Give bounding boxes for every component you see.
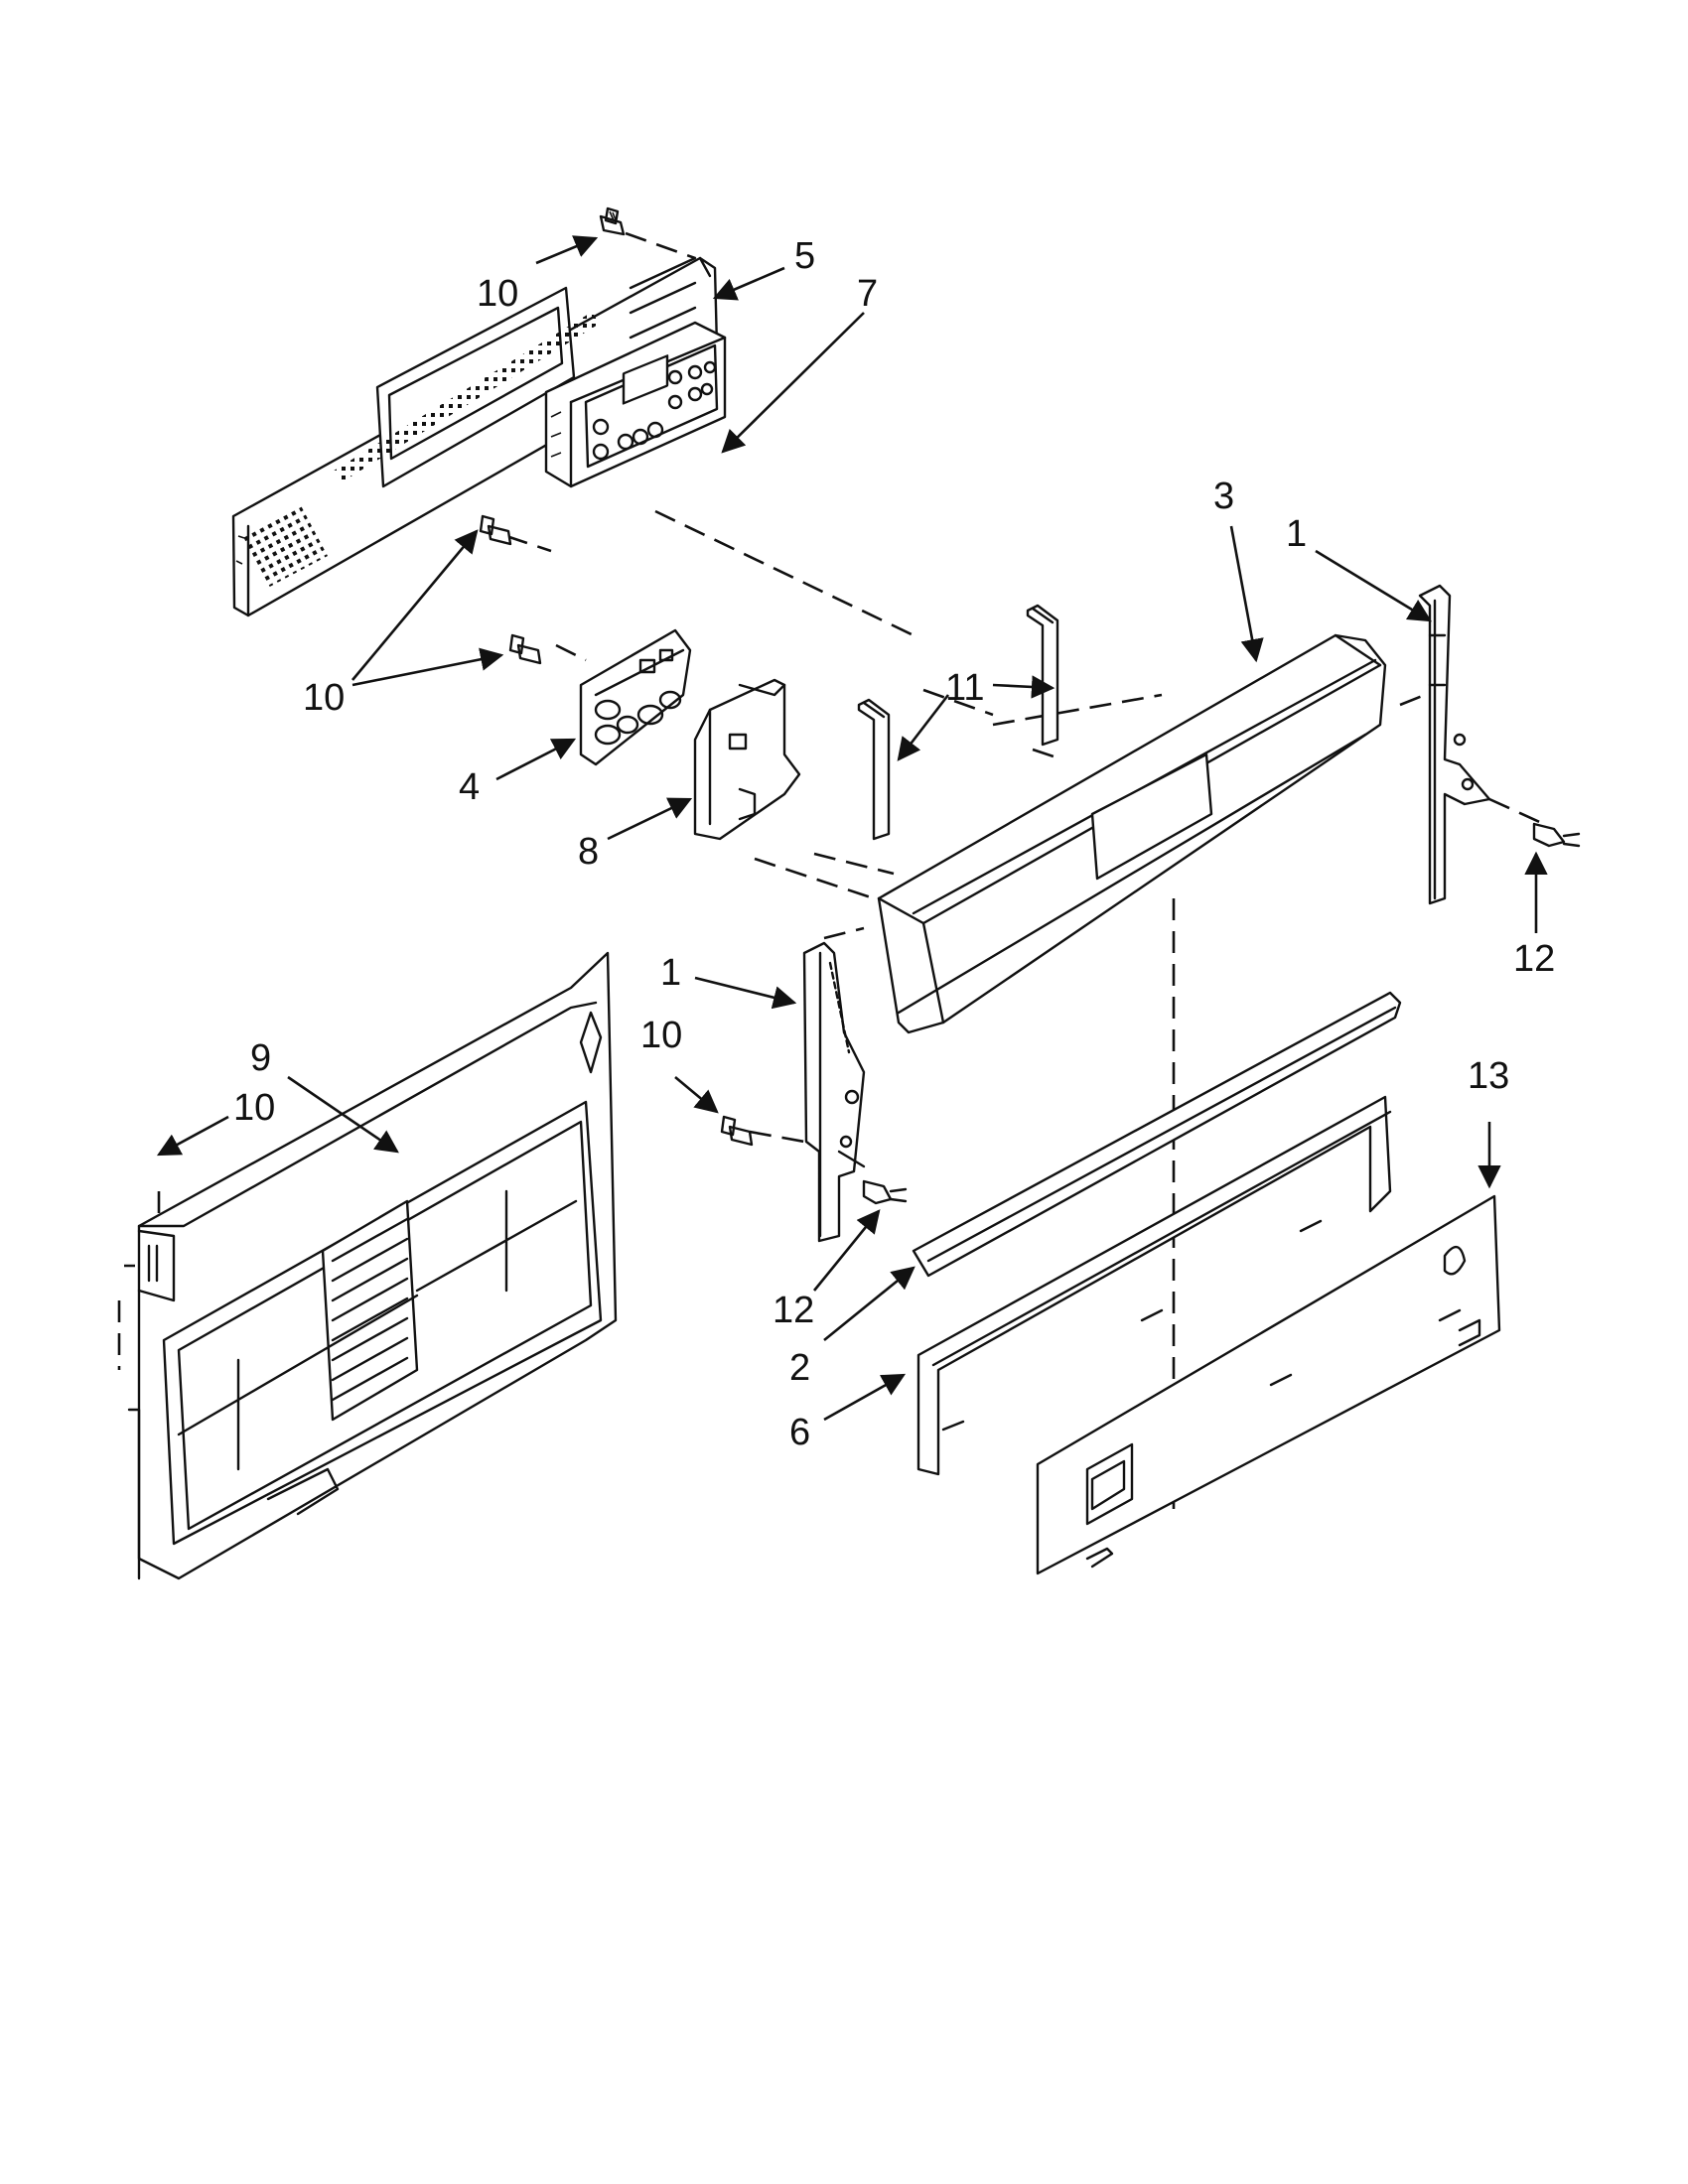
shield-part xyxy=(693,678,801,841)
bracket-right xyxy=(1026,604,1059,747)
callout-12-left: 12 xyxy=(773,1290,814,1331)
callout-9: 9 xyxy=(250,1037,271,1079)
assembly-lines xyxy=(117,231,1545,1509)
callout-10-low: 10 xyxy=(640,1015,682,1056)
callout-10-left: 10 xyxy=(233,1087,275,1129)
rear-panel-part xyxy=(231,256,719,617)
callout-3: 3 xyxy=(1213,476,1234,517)
manifold-bracket-part xyxy=(916,1095,1392,1476)
callout-12-right: 12 xyxy=(1513,938,1555,980)
wire-connector-left xyxy=(862,1179,908,1205)
callout-10-top: 10 xyxy=(477,273,518,315)
callout-8: 8 xyxy=(578,831,599,873)
callout-11: 11 xyxy=(945,667,984,709)
screw-low xyxy=(720,1115,754,1147)
back-panel-part xyxy=(127,951,618,1580)
screws-mid xyxy=(479,514,542,665)
callout-6: 6 xyxy=(789,1412,810,1453)
bracket-left xyxy=(857,698,891,841)
end-cap-left-part xyxy=(802,941,866,1243)
callouts: 10 5 7 3 1 11 10 4 8 12 1 9 10 10 13 12 … xyxy=(233,235,1555,1453)
screw-top xyxy=(599,206,626,236)
electronic-control-part xyxy=(544,321,727,488)
callout-5: 5 xyxy=(794,235,815,277)
trim-part xyxy=(912,991,1402,1278)
callout-10-mid: 10 xyxy=(303,677,345,719)
cover-part xyxy=(1036,1194,1501,1575)
callout-7: 7 xyxy=(857,273,878,315)
wire-connector-right xyxy=(1532,822,1581,848)
callout-1-right: 1 xyxy=(1286,513,1307,555)
callout-4: 4 xyxy=(459,766,480,808)
callout-1-left: 1 xyxy=(660,952,681,994)
leader-lines xyxy=(156,235,1548,1422)
callout-13: 13 xyxy=(1468,1055,1509,1097)
board-part xyxy=(579,628,692,766)
end-cap-right-part xyxy=(1418,584,1491,905)
callout-2: 2 xyxy=(789,1347,810,1389)
console-part xyxy=(877,633,1387,1034)
